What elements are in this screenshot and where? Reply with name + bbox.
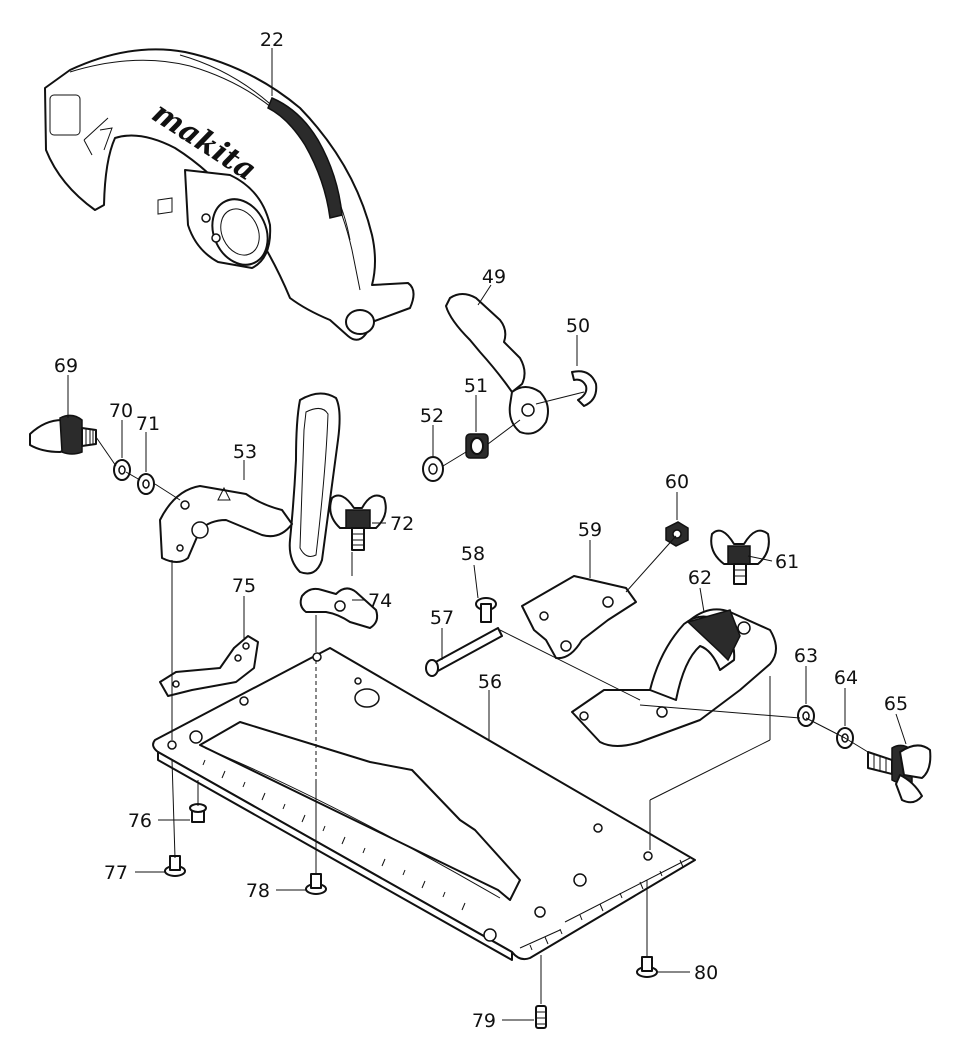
screw-58 [475, 597, 497, 623]
callout-63: 63 [794, 645, 818, 667]
callout-79: 79 [472, 1010, 496, 1032]
screw-76 [189, 803, 207, 823]
bracket-59 [521, 575, 637, 660]
callout-59: 59 [578, 519, 602, 541]
screw-80 [636, 956, 658, 978]
callout-80: 80 [694, 962, 718, 984]
callout-51: 51 [464, 375, 488, 397]
callout-labels: 22 49 50 51 52 53 56 57 58 59 60 61 62 6… [54, 29, 908, 1032]
callout-75: 75 [232, 575, 256, 597]
wing-bolt-65 [867, 744, 932, 804]
blade-guard-part: makita [44, 48, 415, 341]
flat-washer-63 [797, 705, 815, 727]
retaining-ring-part [571, 370, 598, 407]
callout-76: 76 [128, 810, 152, 832]
screw-79 [535, 1005, 547, 1029]
callout-49: 49 [482, 266, 506, 288]
wing-nut-61 [710, 529, 770, 585]
callout-50: 50 [566, 315, 590, 337]
screw-77 [164, 855, 186, 877]
clamp-plate-74 [299, 587, 379, 629]
screw-78 [305, 873, 327, 895]
callout-65: 65 [884, 693, 908, 715]
base-scale-ticks-left [202, 759, 466, 911]
callout-60: 60 [665, 471, 689, 493]
wing-bolt-69 [29, 414, 97, 455]
quadrant-62 [571, 608, 777, 747]
flat-washer-71 [137, 473, 155, 495]
bushing-part [465, 433, 489, 459]
callout-69: 69 [54, 355, 78, 377]
callout-53: 53 [233, 441, 257, 463]
callout-77: 77 [104, 862, 128, 884]
nut-60 [665, 521, 689, 547]
lever-part [445, 293, 549, 435]
callout-74: 74 [368, 590, 392, 612]
wing-nut-72 [329, 494, 387, 551]
bevel-bracket-part [159, 392, 341, 575]
flat-washer-52 [422, 456, 444, 482]
pin-57 [425, 627, 503, 677]
callout-70: 70 [109, 400, 133, 422]
base-plate-56 [152, 647, 696, 961]
callout-22: 22 [260, 29, 284, 51]
callout-71: 71 [136, 413, 160, 435]
spring-washer-70 [113, 459, 131, 481]
callout-52: 52 [420, 405, 444, 427]
callout-57: 57 [430, 607, 454, 629]
plate-75 [159, 635, 259, 697]
callout-56: 56 [478, 671, 502, 693]
callout-72: 72 [390, 513, 414, 535]
base-scale-ticks-right [529, 859, 684, 951]
leader-lines [67, 48, 907, 1021]
callout-58: 58 [461, 543, 485, 565]
callout-64: 64 [834, 667, 858, 689]
callout-61: 61 [775, 551, 799, 573]
callout-62: 62 [688, 567, 712, 589]
callout-78: 78 [246, 880, 270, 902]
